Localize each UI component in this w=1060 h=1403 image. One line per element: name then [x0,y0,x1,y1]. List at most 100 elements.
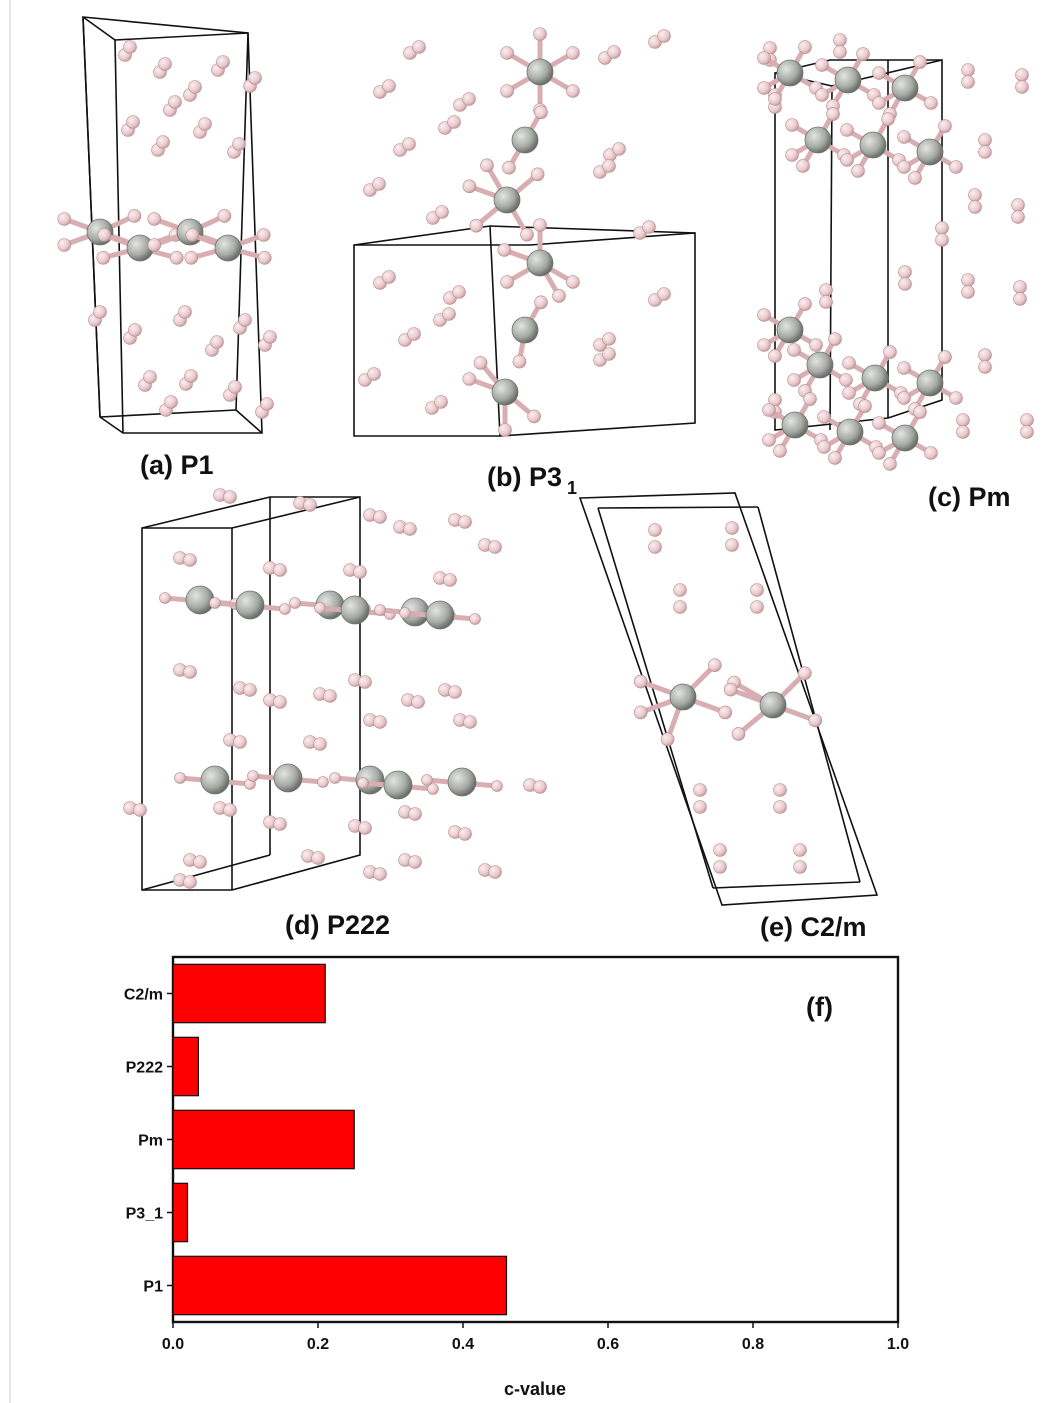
hydrogen-atom [97,228,112,242]
hydrogen-atom [156,135,170,149]
hydrogen-atom [93,305,107,319]
hydrogen-atom [223,490,237,504]
hydrogen-atom [657,287,671,301]
hydrogen-atom [924,446,938,460]
hydrogen-atom [462,92,476,106]
hydrogen-atom [491,780,503,792]
hydrogen-atom [660,732,675,747]
hydrogen-atom [1015,80,1029,94]
hydrogen-atom [260,397,274,411]
hydrogen-atom [949,160,963,174]
metal-atom [776,316,804,344]
hydrogen-atom [57,212,72,226]
y-tick-label: C2/m [124,987,163,1004]
hydrogen-atom [872,416,886,430]
x-tick-label: 0.4 [452,1336,474,1353]
hydrogen-atom [403,522,417,536]
hydrogen-atom [798,666,812,680]
hydrogen-atom [353,565,367,579]
metal-atom [214,234,242,262]
svg-text:1: 1 [567,478,577,498]
hydrogen-atom [757,338,771,352]
metal-atom [776,59,804,87]
metal-atom [834,66,862,94]
hydrogen-atom [358,821,372,835]
hydrogen-atom [408,855,422,869]
hydrogen-atom [1013,280,1027,294]
hydrogen-atom [787,343,801,357]
hydrogen-atom [828,332,842,346]
hydrogen-atom [164,395,178,409]
x-tick-label: 1.0 [887,1336,909,1353]
hydrogen-atom [1011,210,1025,224]
hydrogen-atom [872,66,886,80]
hydrogen-atom [448,685,462,699]
metal-atom [511,126,539,154]
hydrogen-atom [497,243,512,257]
hydrogen-atom [520,227,534,242]
hydrogen-atom [469,613,481,625]
hydrogen-atom [642,220,656,234]
hydrogen-atom [757,308,771,322]
hydrogen-atom [184,369,198,383]
hydrogen-atom [533,780,547,794]
hydrogen-atom [978,145,992,159]
hydrogen-atom [399,607,411,619]
hydrogen-atom [750,583,764,597]
hydrogen-atom [96,251,111,265]
hydrogen-atom [174,772,186,784]
hydrogen-atom [978,348,992,362]
hydrogen-atom [311,851,325,865]
hydrogen-atom [1020,413,1034,427]
metal-atom [891,74,919,102]
hydrogen-atom [817,410,831,424]
hydrogen-atom [217,209,232,223]
hydrogen-atom [633,674,648,689]
hydrogen-atom [773,800,787,814]
hydrogen-atom [447,115,461,129]
hydrogen-atom [184,251,199,265]
hydrogen-atom [693,783,707,797]
hydrogen-atom [1015,68,1029,82]
hydrogen-atom [798,40,812,54]
hydrogen-atom [127,209,142,223]
hydrogen-atom [840,123,854,137]
hydrogen-atom [935,233,949,247]
hydrogen-atom [373,867,387,881]
hydrogen-atom [725,538,739,552]
x-axis-title: c-value [504,1379,566,1399]
hydrogen-atom [374,604,386,616]
hydrogen-atom [1020,425,1034,439]
hydrogen-atom [961,75,975,89]
hydrogen-atom [828,451,842,465]
panel-label-c: (c) Pm [928,482,1011,512]
hydrogen-atom [787,373,801,387]
hydrogen-atom [898,277,912,291]
metal-atom [273,763,303,793]
hydrogen-atom [1011,198,1025,212]
hydrogen-atom [263,330,277,344]
hydrogen-atom [488,540,502,554]
metal-atom [916,369,944,397]
metal-atom [836,418,864,446]
hydrogen-atom [183,553,197,567]
hydrogen-atom [883,345,897,359]
panel-label-d: (d) P222 [285,910,390,940]
hydrogen-atom [773,444,787,458]
hydrogen-atom [223,803,237,817]
hydrogen-atom [897,361,911,375]
panel-label-a: (a) P1 [140,450,214,480]
hydrogen-atom [725,521,739,535]
hydrogen-atom [819,295,833,309]
metal-atom [891,424,919,452]
hydrogen-atom [512,354,527,369]
hydrogen-atom [908,171,922,185]
hydrogen-atom [840,153,854,167]
bar-p1 [172,1255,508,1316]
hydrogen-atom [314,602,326,614]
y-tick-label: P222 [126,1060,163,1077]
x-tick-label: 0.8 [742,1336,764,1353]
hydrogen-atom [382,79,396,93]
hydrogen-atom [883,457,897,471]
